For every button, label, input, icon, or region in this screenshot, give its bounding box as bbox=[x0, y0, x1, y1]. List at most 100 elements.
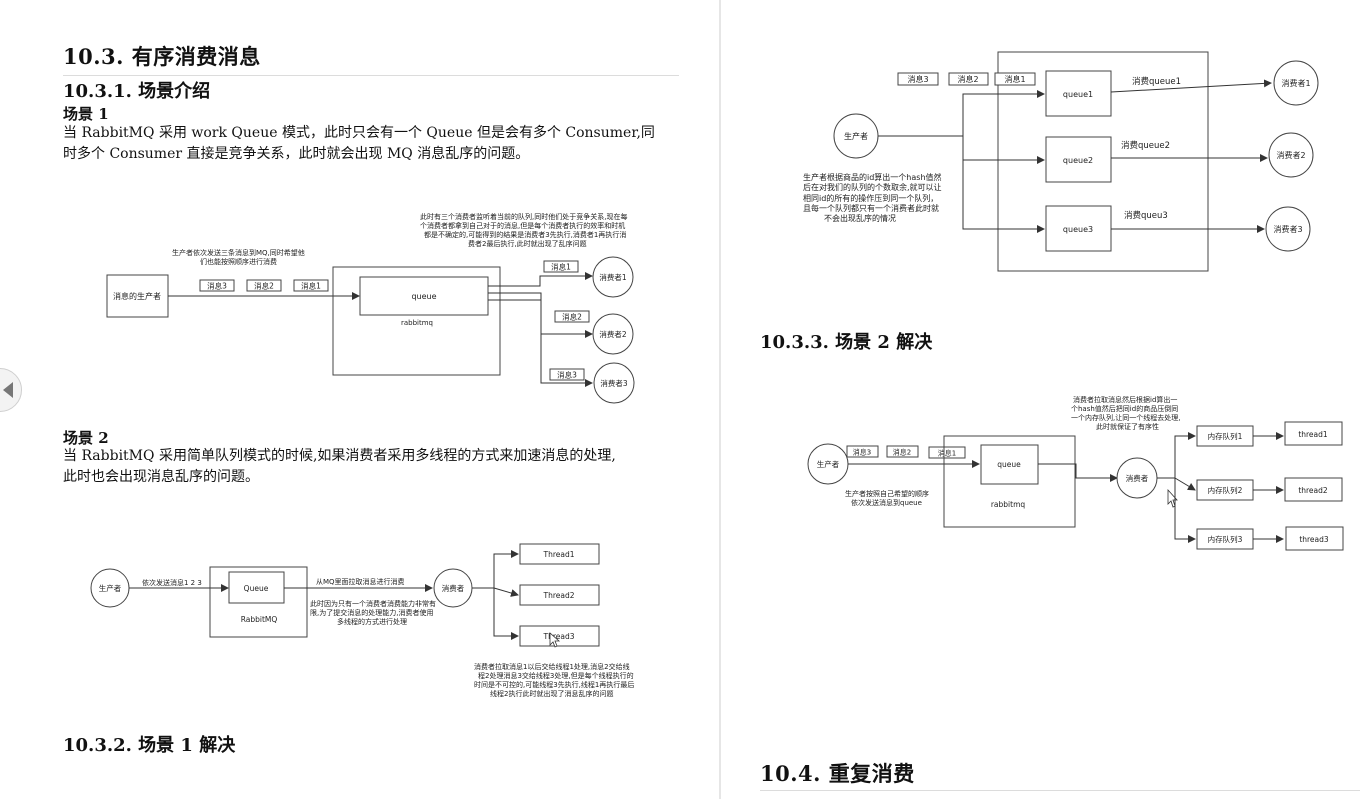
d1-msg1-box bbox=[293, 279, 329, 292]
d2-consumer: 消费者 bbox=[442, 583, 465, 593]
scenario-1-line-1: 当 RabbitMQ 采用 work Queue 模式，此时只会有一个 Queu… bbox=[63, 125, 655, 141]
d1-c-msg2-box bbox=[554, 310, 590, 323]
d4-consumer: 消费者 bbox=[1126, 473, 1149, 483]
heading-10-4: 10.4. 重复消费 bbox=[760, 761, 915, 786]
d4-msg3: 消息3 bbox=[853, 448, 871, 457]
d3-consumer3-circle bbox=[1265, 206, 1311, 252]
d3-note-1: 生产者根据商品的id算出一个hash值然 bbox=[803, 172, 942, 182]
scenario-2-label: 场景 2 bbox=[63, 429, 109, 447]
d4-thread2-box bbox=[1284, 477, 1343, 502]
d1-note-top-2: 个消费者都拿到自己对于的消息,但是每个消费者执行的效率和时机 bbox=[420, 221, 625, 230]
d2-producer: 生产者 bbox=[99, 583, 122, 593]
d1-note-top-3: 都是不确定的,可能得到的结果是消费者3先执行,消费者1再执行消 bbox=[424, 230, 626, 239]
d3-lbl-q1: 消费queue1 bbox=[1132, 76, 1181, 87]
d1-producer-box bbox=[106, 274, 169, 318]
d4-note-4: 此时就保证了有序性 bbox=[1096, 422, 1159, 431]
d1-msg3-box bbox=[199, 279, 235, 292]
d2-note-bottom-4: 线程2执行此时就出现了消息乱序的问题 bbox=[490, 689, 613, 698]
d4-thread1-box bbox=[1284, 421, 1343, 446]
d4-msg1: 消息1 bbox=[938, 449, 956, 458]
scenario-2-diagram: 生产者 依次发送消息1 2 3 Queue RabbitMQ 从MQ里面拉取消息… bbox=[90, 543, 634, 698]
d3-lbl-q2: 消费queue2 bbox=[1121, 140, 1170, 151]
d4-msg3-box bbox=[846, 445, 879, 458]
d4-note-2: 个hash值然后把同id的商品压倒同 bbox=[1071, 404, 1178, 413]
d1-rabbitmq: rabbitmq bbox=[401, 319, 433, 327]
d3-note-5: 不会出现乱序的情况 bbox=[824, 213, 896, 223]
d1-c-msg1: 消息1 bbox=[551, 262, 571, 272]
d2-note-bottom-1: 消费者拉取消息1以后交给线程1处理,消息2交给线 bbox=[474, 662, 630, 671]
d1-note-left-1: 生产者依次发送三条消息到MQ,同时希望他 bbox=[172, 248, 305, 257]
d4-note-left-1: 生产者按照自己希望的顺序 bbox=[845, 489, 929, 498]
d1-msg2-box bbox=[246, 279, 282, 292]
d4-mq3: 内存队列3 bbox=[1208, 534, 1243, 544]
heading-10-3: 10.3. 有序消费消息 bbox=[63, 44, 261, 69]
d2-note-mid-2: 限,为了提交消息的处理能力,消费者使用 bbox=[310, 608, 433, 617]
d3-consumer3: 消费者3 bbox=[1273, 224, 1302, 234]
d3-note-3: 相同id的所有的操作压到同一个队列， bbox=[803, 193, 938, 203]
d1-consumer3: 消费者3 bbox=[600, 378, 627, 388]
d1-note-left-2: 们也能按照顺序进行消费 bbox=[200, 257, 277, 266]
d4-producer: 生产者 bbox=[817, 459, 840, 469]
d1-msg2: 消息2 bbox=[254, 281, 274, 291]
d4-queue-box bbox=[980, 444, 1039, 485]
d1-consumer3-circle bbox=[593, 362, 635, 404]
d2-pull-label: 从MQ里面拉取消息进行消费 bbox=[316, 577, 405, 586]
d3-consumer2: 消费者2 bbox=[1276, 150, 1305, 160]
heading-10-3-3: 10.3.3. 场景 2 解决 bbox=[760, 332, 933, 353]
d3-consumer2-circle bbox=[1268, 132, 1314, 178]
d4-queue: queue bbox=[997, 460, 1021, 469]
mouse-cursor-icon bbox=[549, 632, 561, 648]
d2-thread3-box bbox=[519, 625, 600, 647]
d3-msg3: 消息3 bbox=[907, 74, 928, 84]
d1-consumer1-circle bbox=[592, 256, 634, 298]
d3-msg1-box bbox=[994, 72, 1036, 86]
d3-consumer1-circle bbox=[1273, 60, 1319, 106]
d1-c-msg1-box bbox=[543, 260, 579, 273]
d1-rabbitmq-box bbox=[332, 266, 501, 376]
d2-send-label: 依次发送消息1 2 3 bbox=[142, 578, 202, 587]
d1-consumer2: 消费者2 bbox=[599, 329, 626, 339]
d4-thread3-box bbox=[1285, 526, 1344, 551]
scenario-1-diagram: 此时有三个消费者监听着当前的队列,同时他们处于竞争关系,现在每 个消费者都拿到自… bbox=[106, 212, 635, 404]
d2-queue: Queue bbox=[244, 584, 269, 593]
d2-thread3: Thread3 bbox=[543, 632, 575, 641]
page-divider bbox=[719, 0, 721, 799]
d4-thread1: thread1 bbox=[1298, 430, 1328, 439]
d2-note-bottom-3: 时间是不可控的,可能线程3先执行,线程1再执行最后 bbox=[474, 680, 634, 689]
d3-queue2: queue2 bbox=[1063, 156, 1093, 165]
d4-note-3: 一个内存队列,让同一个线程去处理, bbox=[1071, 413, 1180, 422]
right-page: 消息3 消息2 消息1 生产者 queue1 queue2 queue3 消费q… bbox=[721, 0, 1370, 799]
d3-msg2: 消息2 bbox=[957, 74, 978, 84]
d3-queue2-box bbox=[1045, 136, 1112, 183]
scenario-1-label: 场景 1 bbox=[63, 105, 109, 123]
heading-rule bbox=[63, 75, 679, 76]
d4-mq2: 内存队列2 bbox=[1208, 485, 1243, 495]
scenario-2-solution-diagram: 消费者拉取消息然后根据id算出一 个hash值然后把同id的商品压倒同 一个内存… bbox=[807, 395, 1344, 551]
d4-mq1: 内存队列1 bbox=[1208, 431, 1243, 441]
d1-queue: queue bbox=[411, 292, 436, 301]
d3-msg1: 消息1 bbox=[1004, 74, 1025, 84]
d3-producer: 生产者 bbox=[844, 131, 868, 141]
prev-page-icon bbox=[3, 382, 13, 398]
d2-note-mid-3: 多线程的方式进行处理 bbox=[337, 617, 407, 626]
d2-note-bottom-2: 程2处理消息3交给线程3处理,但是每个线程执行的 bbox=[478, 671, 634, 680]
d2-note-mid-1: 此时因为只有一个消费者消费能力非常有 bbox=[310, 599, 436, 608]
d3-lbl-q3: 消费queu3 bbox=[1124, 210, 1168, 221]
d1-c-msg3: 消息3 bbox=[557, 370, 577, 380]
d4-note-left-2: 依次发送消息到queue bbox=[851, 498, 922, 507]
d1-consumer1: 消费者1 bbox=[599, 272, 626, 282]
d3-consumer1: 消费者1 bbox=[1281, 78, 1310, 88]
d1-c-msg3-box bbox=[549, 368, 585, 381]
heading-10-3-1: 10.3.1. 场景介绍 bbox=[63, 81, 211, 102]
d4-thread2: thread2 bbox=[1298, 486, 1328, 495]
heading-10-3-2: 10.3.2. 场景 1 解决 bbox=[63, 735, 236, 756]
d4-rabbitmq-box bbox=[943, 435, 1076, 528]
d2-rabbitmq-box bbox=[209, 566, 308, 638]
d1-producer: 消息的生产者 bbox=[113, 291, 161, 301]
d2-thread1: Thread1 bbox=[543, 550, 575, 559]
d3-msg2-box bbox=[948, 72, 989, 86]
d1-c-msg2: 消息2 bbox=[562, 312, 582, 322]
left-page: 10.3. 有序消费消息 10.3.1. 场景介绍 场景 1 当 RabbitM… bbox=[0, 44, 679, 756]
d2-thread1-box bbox=[519, 543, 600, 565]
d4-msg2-box bbox=[886, 445, 919, 458]
